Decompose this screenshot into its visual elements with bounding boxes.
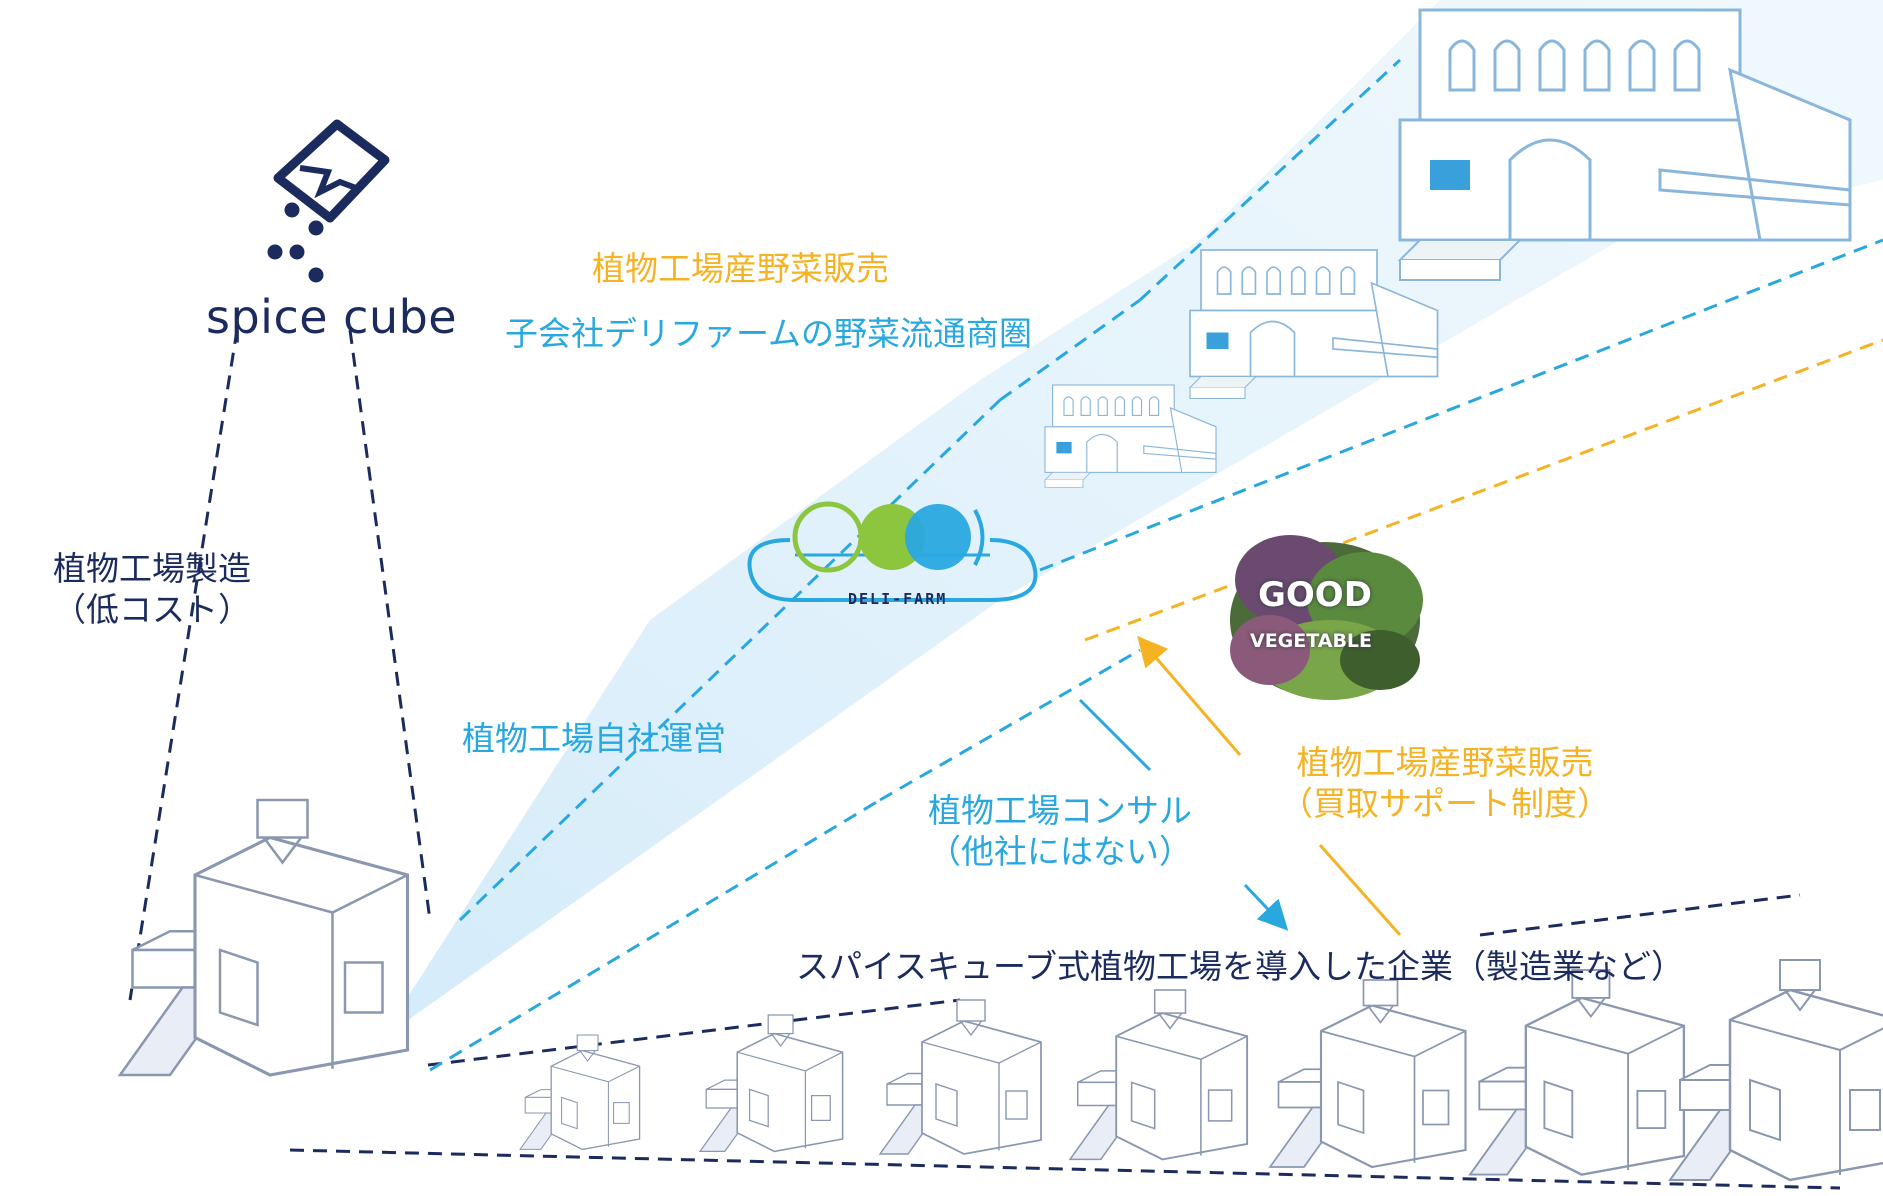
arrow-icon: [1243, 883, 1289, 931]
label-manufacture-line1: 植物工場製造: [53, 549, 251, 588]
label-veg-sales-top: 植物工場産野菜販売: [592, 249, 889, 288]
label-manufacture: 植物工場製造 （低コスト）: [42, 548, 262, 631]
label-veg-sales-line2: （買取サポート制度）: [1280, 784, 1610, 824]
label-veg-sales: 植物工場産野菜販売 （買取サポート制度）: [1270, 742, 1620, 825]
plant-factory-icon: [1069, 989, 1249, 1161]
arrow-icon: [1137, 635, 1242, 756]
label-consulting-line1: 植物工場コンサル: [928, 791, 1192, 830]
plant-factory-icon: [118, 798, 410, 1077]
label-consulting: 植物工場コンサル （他社にはない）: [890, 790, 1230, 873]
brand-name: spice cube: [206, 290, 458, 344]
plant-factory-icon: [1668, 958, 1883, 1182]
good-vegetable-line1: GOOD: [1258, 575, 1372, 615]
plant-factory-icon: [1268, 978, 1467, 1169]
lettuce-icon: [1230, 535, 1423, 700]
deli-farm-logo: [747, 501, 1038, 602]
label-consulting-line2: （他社にはない）: [928, 832, 1192, 872]
deli-farm-name: DELI-FARM: [848, 590, 948, 608]
label-companies: スパイスキューブ式植物工場を導入した企業（製造業など）: [796, 947, 1685, 986]
label-veg-sales-line1: 植物工場産野菜販売: [1296, 743, 1594, 782]
plant-factory-icon: [879, 999, 1042, 1155]
spice-cube-logo-icon: [267, 119, 390, 283]
good-vegetable-line2: VEGETABLE: [1250, 630, 1373, 652]
label-manufacture-line2: （低コスト）: [53, 590, 251, 630]
label-subsidiary-area: 子会社デリファームの野菜流通商圏: [505, 314, 1033, 353]
plant-factory-icon: [1468, 968, 1686, 1176]
plant-factory-icon: [519, 1034, 641, 1151]
plant-factory-icon: [699, 1014, 844, 1153]
label-self-operation: 植物工場自社運営: [462, 719, 726, 758]
